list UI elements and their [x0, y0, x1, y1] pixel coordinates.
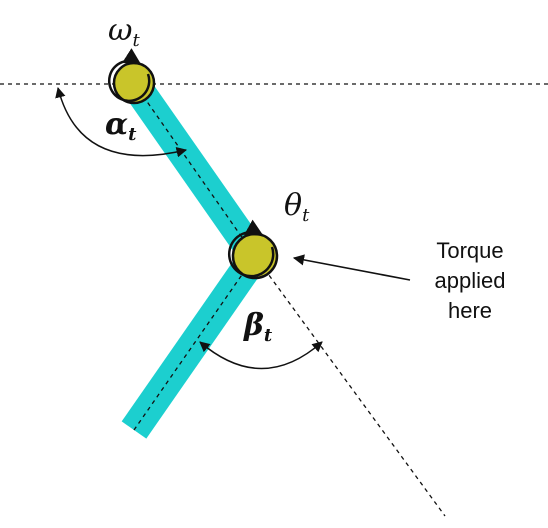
theta-rotation-arrow [227, 219, 275, 278]
theta-label: θt [284, 188, 310, 226]
alpha-angle-arc [55, 86, 188, 158]
omega-label: ωt [108, 13, 140, 51]
torque-annotation-line-1: Torque [436, 238, 503, 263]
beta-label: βt [243, 308, 273, 346]
elbow-joint [231, 232, 279, 280]
upper-link-extension-line [254, 255, 446, 517]
torque-annotation-line-3: here [448, 298, 492, 323]
beta-angle-arc [199, 341, 323, 370]
lower-link-centerline [133, 255, 256, 431]
upper-link-centerline [133, 82, 256, 257]
torque-pointer-arrow [292, 254, 411, 281]
torque-annotation-line-2: applied [435, 268, 506, 293]
alpha-label: αt [105, 107, 137, 145]
